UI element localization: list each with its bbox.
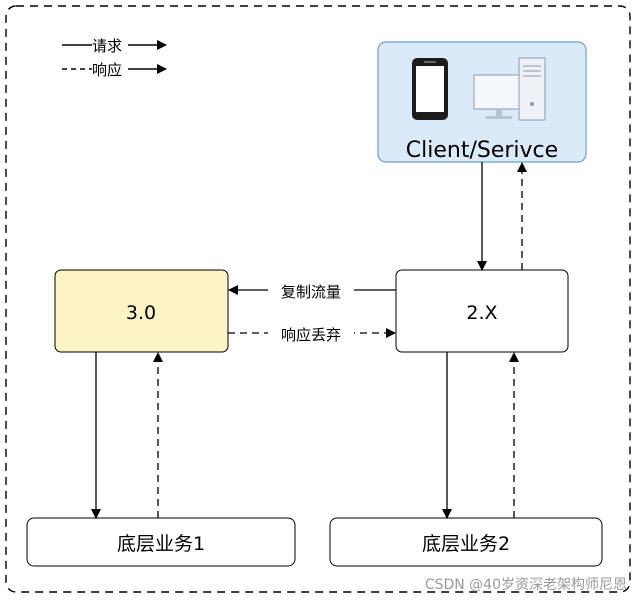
client-service-label: Client/Serivce bbox=[406, 138, 558, 163]
node-v3-label: 3.0 bbox=[126, 302, 156, 324]
copy-traffic-label: 复制流量 bbox=[281, 283, 341, 301]
copy-traffic-label-bg bbox=[268, 279, 354, 301]
outer-frame bbox=[5, 5, 631, 593]
node-v2-label: 2.X bbox=[466, 302, 497, 324]
client-service-node: Client/Serivce bbox=[377, 41, 587, 163]
node-biz1-label: 底层业务1 bbox=[117, 533, 205, 555]
node-v2: 2.X bbox=[395, 269, 569, 353]
node-biz2-box bbox=[329, 517, 603, 567]
node-v3-box bbox=[54, 269, 229, 353]
node-biz2: 底层业务2 bbox=[329, 517, 603, 567]
node-biz2-label: 底层业务2 bbox=[422, 533, 510, 555]
watermark: CSDN @40岁资深老架构师尼恩 bbox=[424, 577, 627, 593]
legend: 请求 响应 bbox=[62, 37, 167, 79]
discard-response-label: 响应丢弃 bbox=[281, 326, 341, 344]
legend-request-label: 请求 bbox=[92, 37, 122, 55]
node-v3: 3.0 bbox=[54, 269, 229, 353]
discard-response-label-bg bbox=[268, 322, 354, 344]
node-biz1-box bbox=[26, 517, 296, 567]
desktop-computer-icon bbox=[473, 57, 546, 121]
legend-response-label: 响应 bbox=[92, 61, 122, 79]
mobile-phone-icon bbox=[412, 58, 448, 120]
node-biz1: 底层业务1 bbox=[26, 517, 296, 567]
